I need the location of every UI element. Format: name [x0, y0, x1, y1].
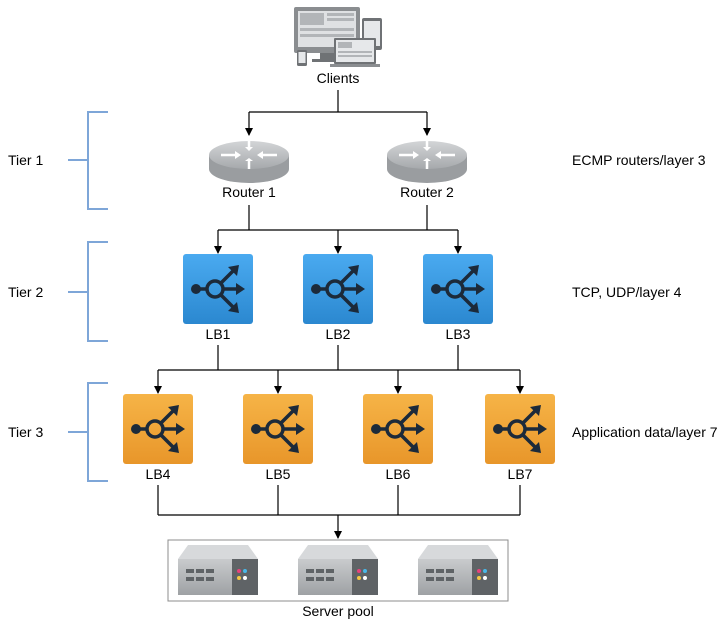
tier-1-bracket — [68, 111, 108, 210]
server-icon — [418, 545, 498, 595]
load-balancer-icon — [183, 254, 253, 324]
tier-3-bracket — [68, 382, 108, 482]
lb2-label: LB2 — [326, 326, 351, 342]
lb1-node[interactable]: LB1 — [183, 254, 253, 342]
tier-3-group: Tier 3 Application data/layer 7 — [8, 382, 718, 482]
clients-label: Clients — [317, 70, 360, 86]
tier-3-label: Tier 3 — [8, 424, 43, 440]
tier-1-label: Tier 1 — [8, 152, 43, 168]
server-icon — [178, 545, 258, 595]
tier-3-description: Application data/layer 7 — [572, 424, 718, 440]
load-balancer-icon — [363, 394, 433, 464]
lb6-node[interactable]: LB6 — [363, 394, 433, 482]
server-icon — [298, 545, 378, 595]
tier-2-label: Tier 2 — [8, 284, 43, 300]
lb4-node[interactable]: LB4 — [123, 394, 193, 482]
router-2-node[interactable]: Router 2 — [387, 141, 467, 200]
lb1-label: LB1 — [206, 326, 231, 342]
connector-l7-pool — [157, 485, 521, 516]
router-2-label: Router 2 — [400, 184, 454, 200]
lb7-node[interactable]: LB7 — [485, 394, 555, 482]
router-icon — [209, 141, 289, 183]
devices-icon — [294, 7, 382, 67]
lb3-label: LB3 — [446, 326, 471, 342]
connector-clients-routers — [249, 90, 427, 113]
tier-2-group: Tier 2 TCP, UDP/layer 4 — [8, 241, 682, 342]
lb2-node[interactable]: LB2 — [303, 254, 373, 342]
load-balancer-icon — [423, 254, 493, 324]
server-pool-label: Server pool — [302, 603, 374, 619]
tier-2-bracket — [68, 241, 108, 342]
load-balancer-icon — [243, 394, 313, 464]
connector-routers-l4 — [218, 205, 458, 231]
lb4-label: LB4 — [146, 466, 171, 482]
connectors — [154, 90, 524, 539]
lb6-label: LB6 — [386, 466, 411, 482]
router-1-label: Router 1 — [222, 184, 276, 200]
tier-1-description: ECMP routers/layer 3 — [572, 152, 706, 168]
router-1-node[interactable]: Router 1 — [209, 141, 289, 200]
load-balancer-icon — [303, 254, 373, 324]
lb5-node[interactable]: LB5 — [243, 394, 313, 482]
connector-l4-l7 — [158, 345, 520, 371]
tier-2-description: TCP, UDP/layer 4 — [572, 284, 682, 300]
lb7-label: LB7 — [508, 466, 533, 482]
tier-1-group: Tier 1 ECMP routers/layer 3 — [8, 111, 706, 210]
load-balancer-icon — [123, 394, 193, 464]
router-icon — [387, 141, 467, 183]
clients-node[interactable]: Clients — [294, 7, 382, 86]
lb3-node[interactable]: LB3 — [423, 254, 493, 342]
load-balancer-icon — [485, 394, 555, 464]
lb5-label: LB5 — [266, 466, 291, 482]
server-pool-node[interactable]: Server pool — [167, 539, 509, 619]
